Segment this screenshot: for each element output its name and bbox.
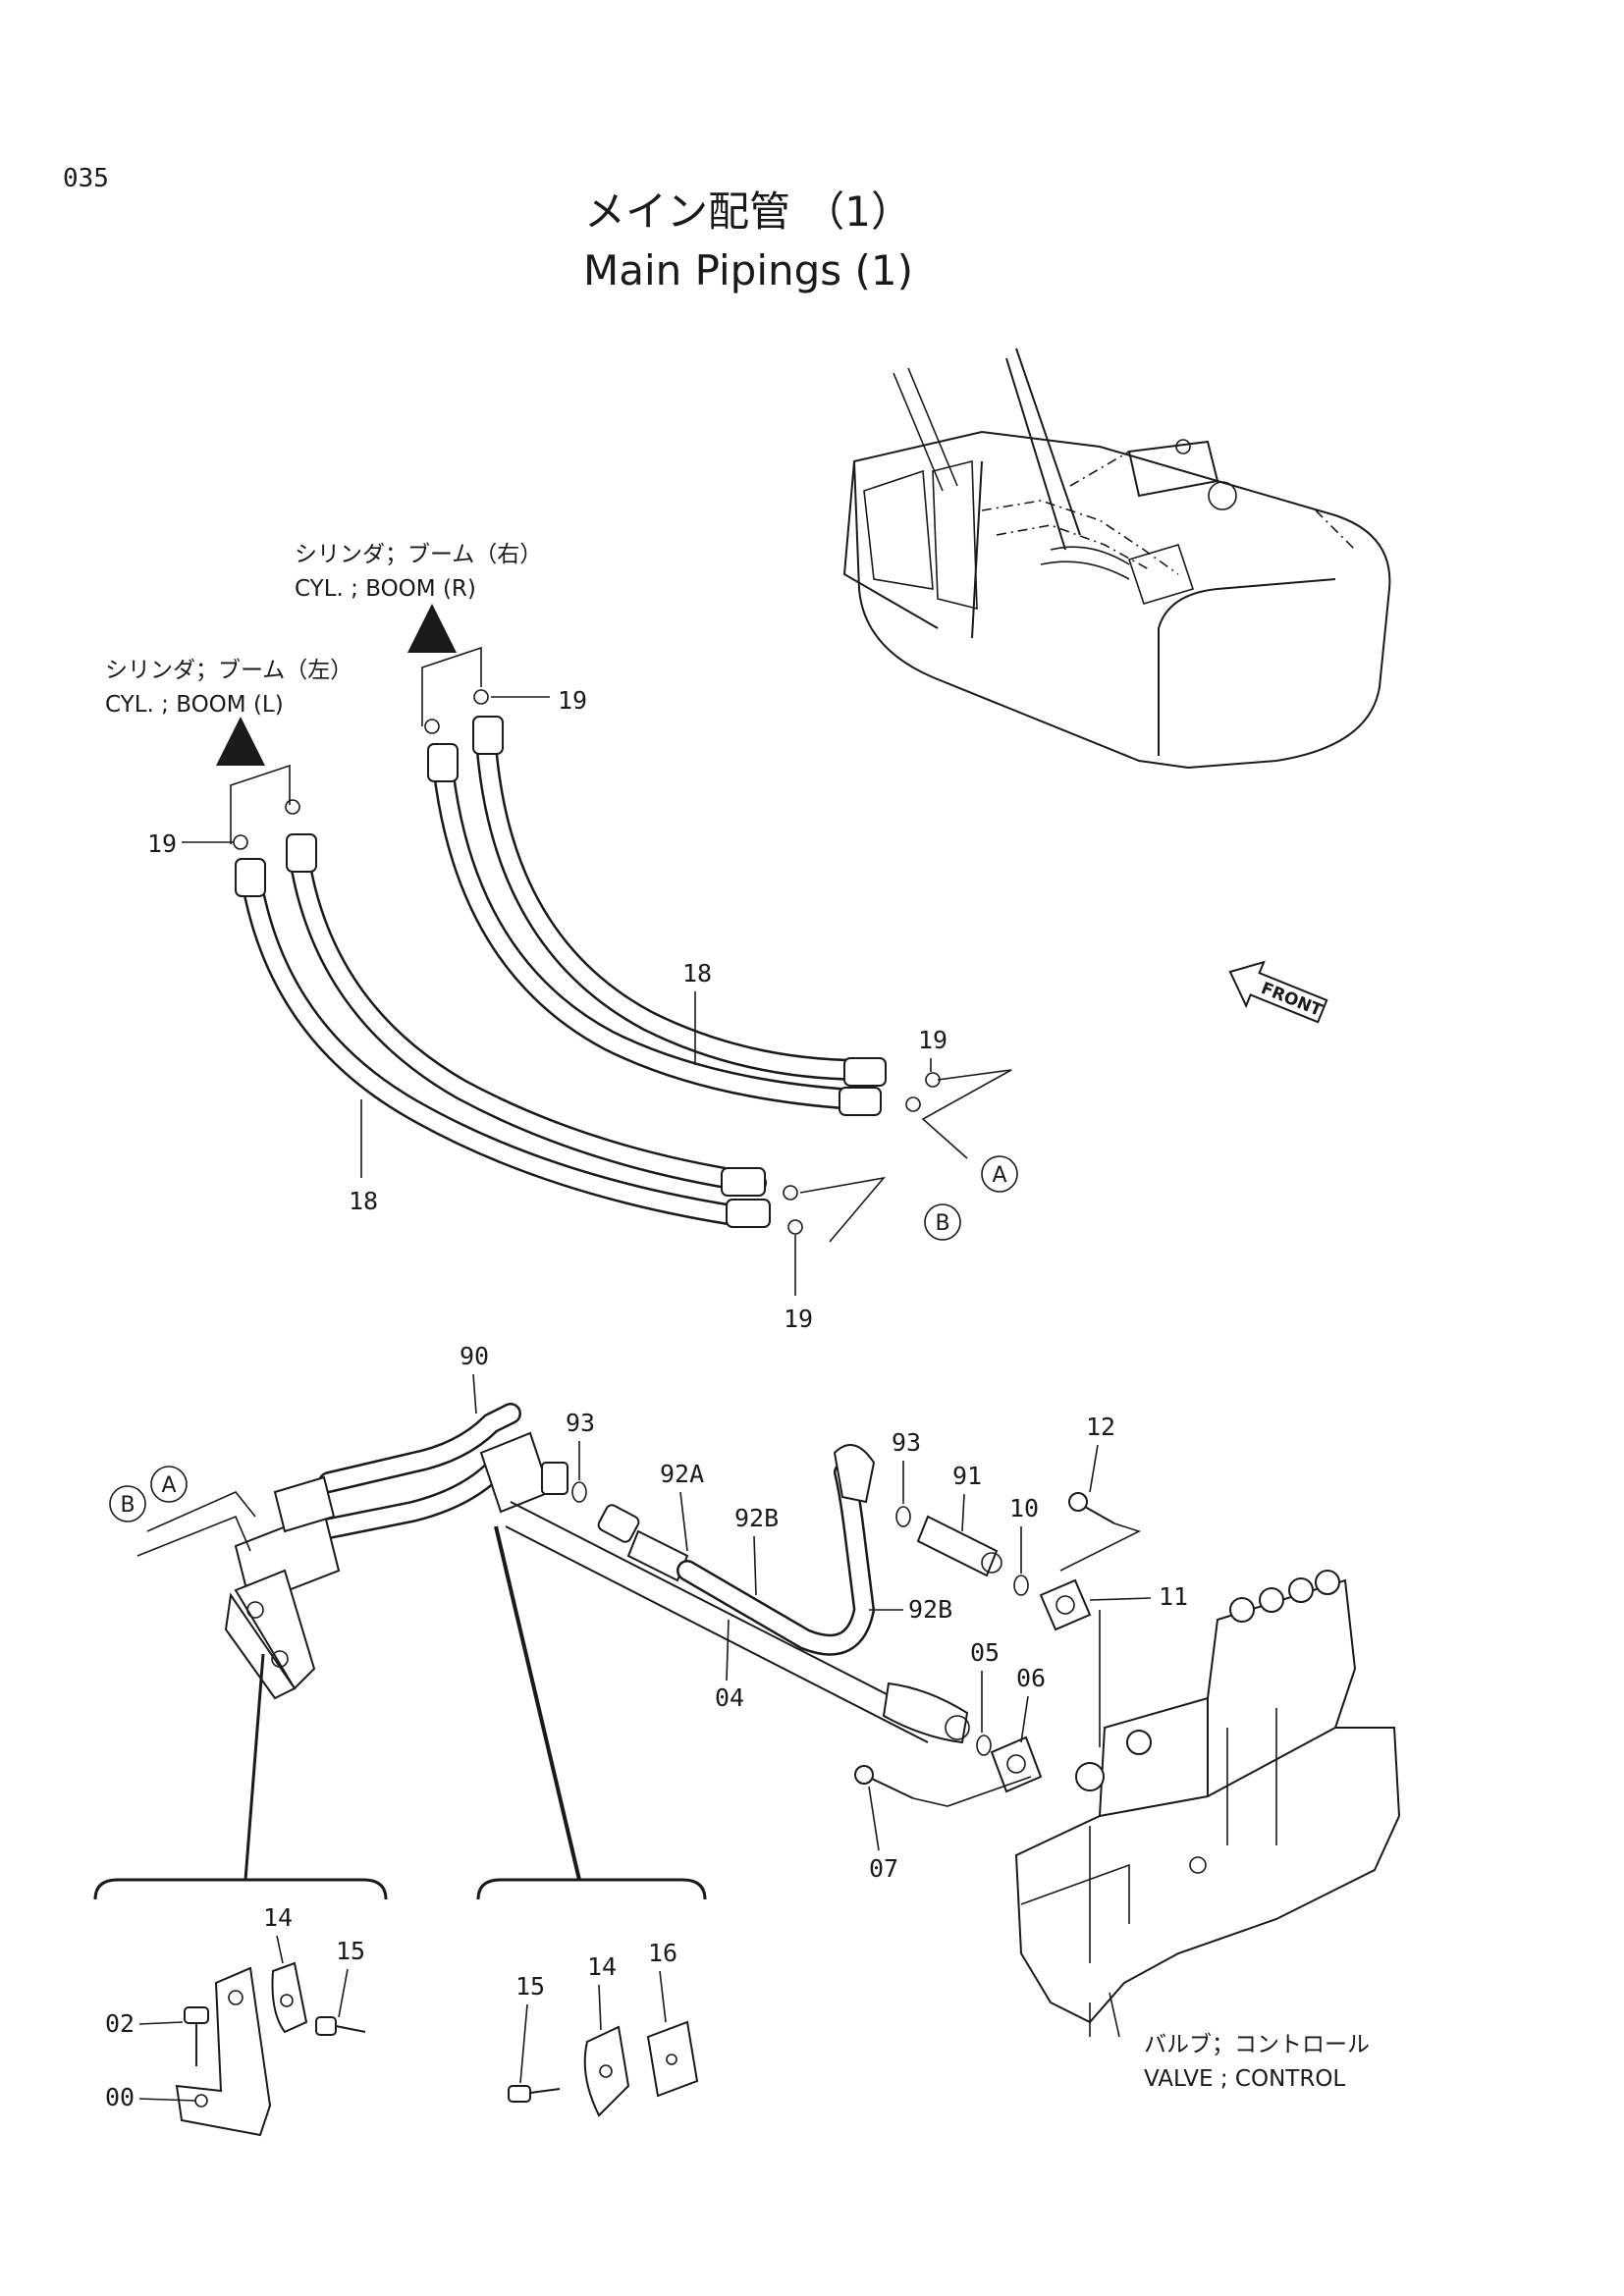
- detail-bracket-left: [93, 1878, 388, 1900]
- svg-text:A: A: [992, 1163, 1006, 1188]
- callout-12: 12: [1086, 1413, 1115, 1441]
- callout-02: 02: [105, 2009, 135, 2038]
- callout-18-lower: 18: [349, 1187, 378, 1215]
- title-english: Main Pipings (1): [583, 246, 913, 294]
- callout-91: 91: [952, 1462, 982, 1490]
- callout-93-a: 93: [566, 1409, 595, 1437]
- cyl-boom-l-jp: シリンダ；ブーム（左）: [105, 658, 352, 683]
- cyl-boom-r-en: CYL. ; BOOM (R): [295, 576, 476, 602]
- callout-93-b: 93: [892, 1428, 921, 1457]
- title-japanese: メイン配管 （1）: [584, 187, 912, 236]
- callout-14-left: 14: [263, 1903, 293, 1932]
- svg-text:B: B: [935, 1211, 949, 1236]
- hose-set-boom-l: [233, 799, 771, 1228]
- callout-15-right: 15: [515, 1972, 545, 2001]
- cyl-boom-r-jp: シリンダ；ブーム（右）: [295, 542, 542, 567]
- svg-text:A: A: [161, 1473, 176, 1498]
- callout-92a: 92A: [660, 1460, 704, 1488]
- callout-18-upper: 18: [682, 959, 712, 988]
- main-pipe-assembly: [136, 1403, 1142, 1807]
- callout-19-bottom: 19: [784, 1305, 813, 1333]
- callout-19-top-right: 19: [558, 686, 587, 715]
- callout-19-mid: 19: [918, 1026, 947, 1054]
- callout-90: 90: [460, 1342, 489, 1370]
- cyl-boom-l-en: CYL. ; BOOM (L): [105, 692, 284, 718]
- connector-b-lower: B: [109, 1485, 146, 1522]
- connector-a-upper: A: [981, 1155, 1018, 1193]
- callout-19-left: 19: [147, 829, 177, 858]
- page-number: 035: [63, 164, 109, 193]
- connector-b-upper: B: [924, 1203, 961, 1241]
- excavator-overview: [842, 347, 1391, 770]
- callout-00: 00: [105, 2083, 135, 2111]
- callout-92b-a: 92B: [734, 1504, 779, 1532]
- callout-06: 06: [1016, 1664, 1046, 1692]
- connector-a-lower: A: [150, 1466, 188, 1503]
- detail-bracket-right: [476, 1878, 707, 1900]
- detail-left-parts: [175, 1961, 366, 2137]
- control-valve: [1014, 1570, 1401, 2038]
- valve-label-en: VALVE ; CONTROL: [1144, 2066, 1345, 2092]
- hose-set-boom-r: [424, 689, 887, 1116]
- callout-14-right: 14: [587, 1952, 617, 1981]
- callout-92b-b: 92B: [908, 1595, 952, 1624]
- callout-16: 16: [648, 1939, 677, 1967]
- valve-label-jp: バルブ；コントロール: [1144, 2032, 1370, 2057]
- callout-05: 05: [970, 1638, 1000, 1667]
- callout-04: 04: [715, 1683, 744, 1712]
- callout-11: 11: [1159, 1582, 1188, 1611]
- svg-text:B: B: [120, 1493, 135, 1518]
- callout-07: 07: [869, 1854, 898, 1883]
- detail-right-parts: [508, 2020, 699, 2117]
- callout-10: 10: [1009, 1494, 1039, 1522]
- callout-15-left: 15: [336, 1937, 365, 1965]
- front-arrow: FRONT: [1228, 960, 1328, 1024]
